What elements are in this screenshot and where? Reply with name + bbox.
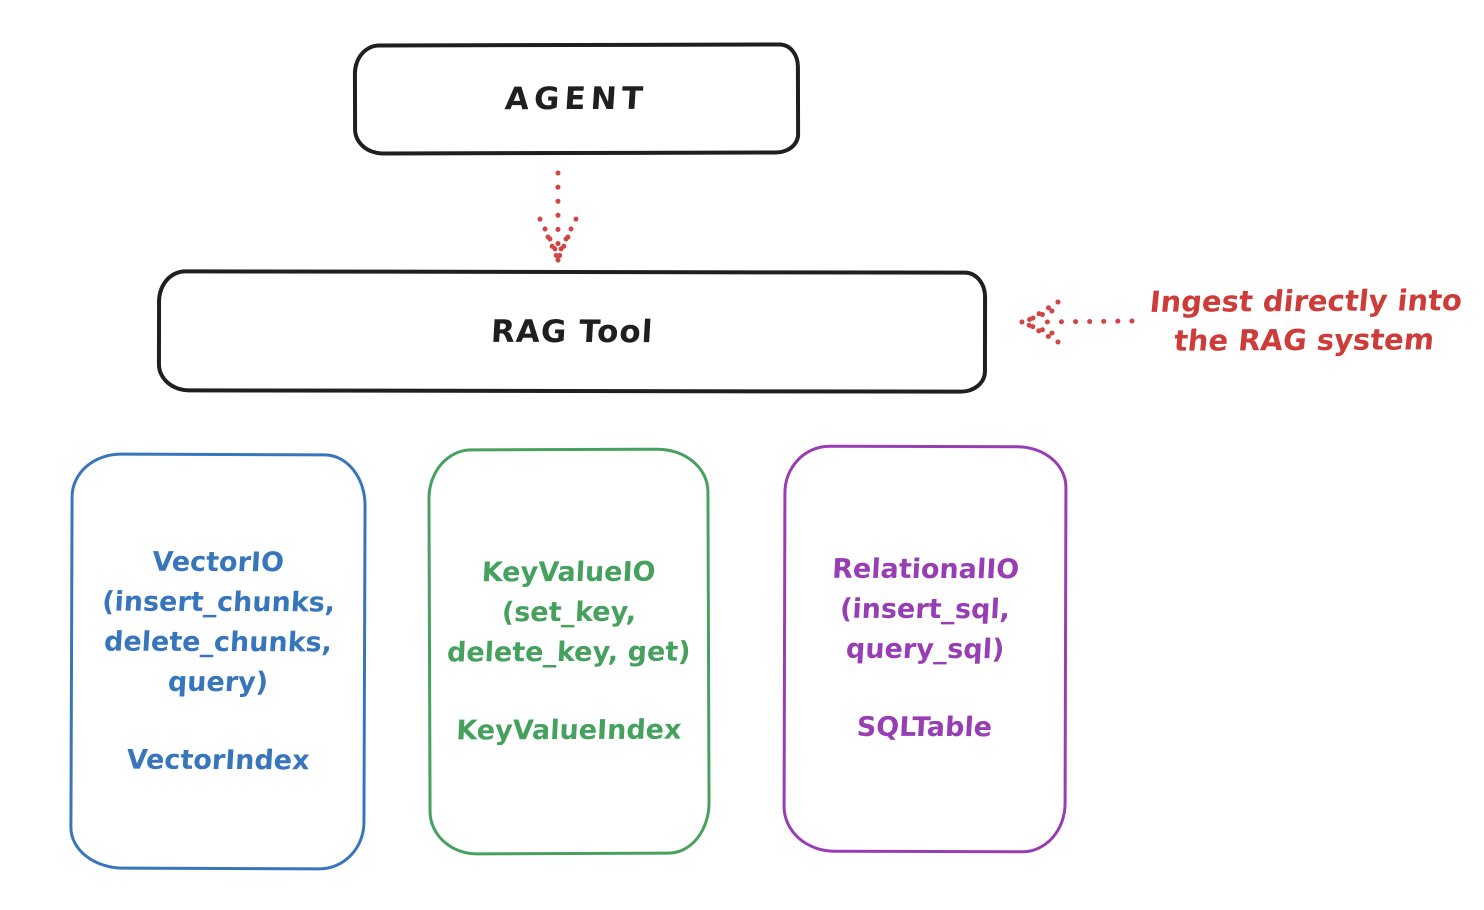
vector-io-methods-line3: query) — [167, 666, 269, 698]
backend-card-vector-io: VectorIO (insert_chunks, delete_chunks, … — [69, 452, 367, 871]
dotted-arrow-left-icon — [1018, 299, 1135, 345]
sql-table-label: SQLTable — [856, 711, 994, 744]
agent-box: AGENT — [352, 42, 801, 156]
vector-io-methods-line1: (insert_chunks, — [100, 586, 336, 618]
backend-card-relational-io: RelationalIO (insert_sql, query_sql) SQL… — [782, 444, 1068, 854]
keyvalue-io-methods-line1: (set_key, — [500, 596, 637, 628]
relational-io-methods-line1: (insert_sql, — [839, 593, 1011, 626]
ingest-annotation: Ingest directly into the RAG system — [1133, 281, 1477, 361]
vector-io-methods-line2: delete_chunks, — [103, 626, 333, 658]
agent-label: AGENT — [503, 80, 650, 118]
ingest-annotation-line2: the RAG system — [1172, 322, 1436, 358]
vector-index-label: VectorIndex — [125, 744, 310, 776]
backend-card-keyvalue-io: KeyValueIO (set_key, delete_key, get) Ke… — [427, 447, 711, 856]
ingest-annotation-line1: Ingest directly into — [1148, 283, 1464, 319]
rag-tool-box: RAG Tool — [156, 269, 988, 394]
keyvalue-io-methods-line2: delete_key, get) — [446, 636, 692, 668]
keyvalue-io-title: KeyValueIO — [481, 556, 657, 588]
keyvalue-index-label: KeyValueIndex — [455, 714, 683, 746]
relational-io-methods-line2: query_sql) — [845, 633, 1006, 666]
rag-tool-label: RAG Tool — [489, 313, 655, 350]
vector-io-title: VectorIO — [151, 546, 285, 578]
dotted-arrow-down-icon — [537, 170, 579, 264]
relational-io-title: RelationalIO — [830, 553, 1020, 586]
